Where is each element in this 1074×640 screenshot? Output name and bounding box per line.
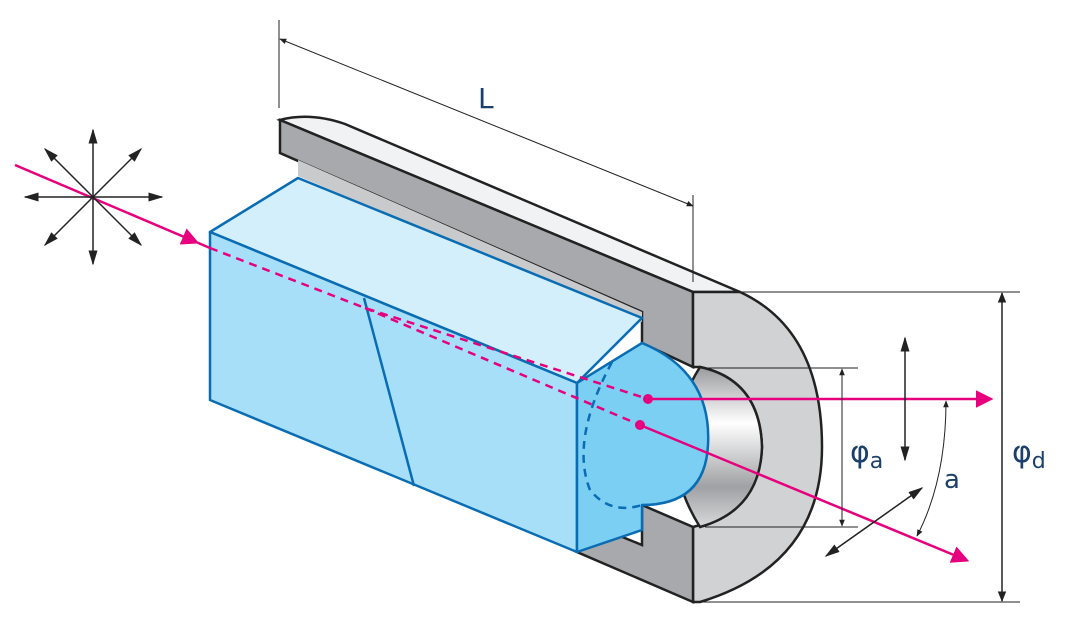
angle-label: a bbox=[944, 465, 960, 495]
crystal-hidden-edge bbox=[582, 361, 643, 510]
length-label: L bbox=[478, 82, 494, 115]
internal-beam-extraordinary bbox=[364, 306, 641, 427]
angle-arc bbox=[916, 400, 949, 537]
crystal bbox=[208, 176, 710, 554]
unpolarized-light-icon bbox=[23, 128, 164, 266]
aperture-label: φa bbox=[850, 435, 883, 474]
dimensions bbox=[278, 20, 1020, 603]
crystal-interface-line bbox=[362, 297, 416, 487]
incoming-beam bbox=[14, 163, 200, 245]
internal-beam-ordinary bbox=[209, 246, 649, 401]
diagonal-polarization-arrow bbox=[824, 487, 924, 557]
crystal-end-face bbox=[575, 341, 710, 554]
length-dimension bbox=[279, 38, 694, 207]
diameter-label: φd bbox=[1012, 435, 1046, 474]
